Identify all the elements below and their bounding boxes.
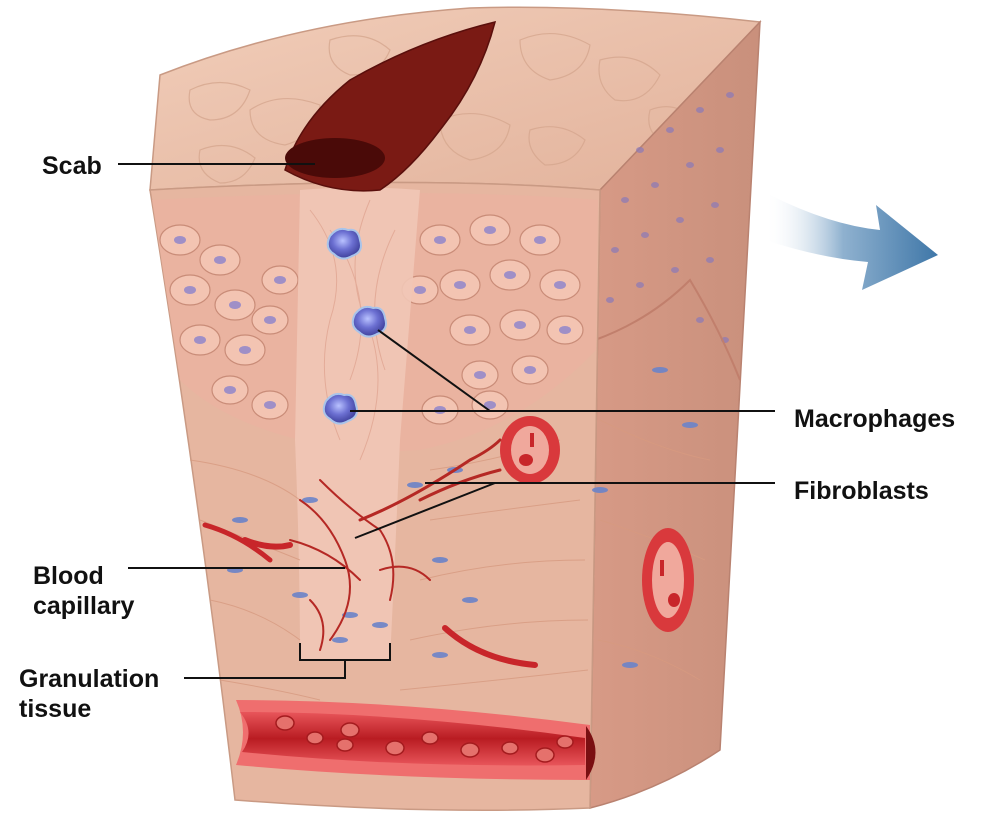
scab-cut-face [285,138,385,178]
process-arrow-icon [765,195,938,290]
vessel-cross-section-front [500,416,560,484]
blood-capillary-label-line-1: Blood [33,561,134,591]
macrophage-3 [324,394,357,424]
macrophage-1 [328,229,361,259]
vessel-cross-section-side [642,528,694,632]
blood-capillary-label: Blood capillary [33,561,134,621]
granulation-tissue-label-line-1: Granulation [19,664,159,694]
granulation-tissue-label: Granulation tissue [19,664,159,724]
fibroblasts-label: Fibroblasts [794,476,929,506]
macrophages-label: Macrophages [794,404,955,434]
granulation-tissue-label-line-2: tissue [19,694,159,724]
blood-capillary-label-line-2: capillary [33,591,134,621]
scab-label: Scab [42,151,102,181]
